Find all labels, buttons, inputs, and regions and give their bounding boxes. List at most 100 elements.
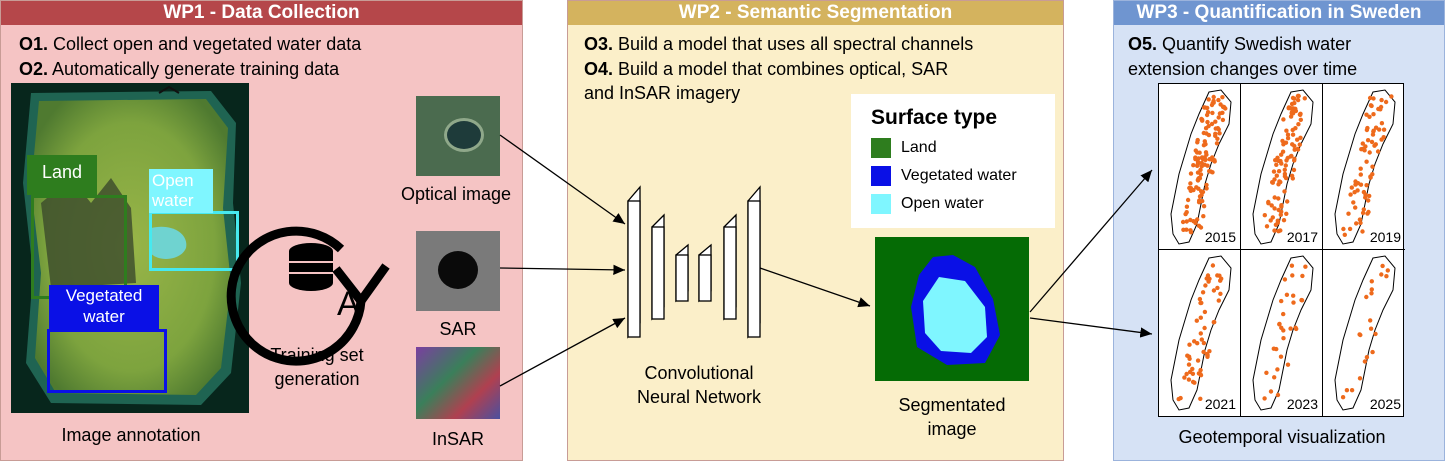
water-change-dot xyxy=(1370,349,1375,355)
water-change-dot xyxy=(1295,137,1300,142)
water-change-dot xyxy=(1373,125,1379,130)
water-change-dot xyxy=(1371,96,1376,101)
sweden-map-2019: 2019 xyxy=(1323,84,1405,250)
water-change-dot xyxy=(1300,273,1305,279)
water-change-dot xyxy=(1195,217,1200,222)
segmented-graphic xyxy=(911,255,1000,365)
water-change-dot xyxy=(1272,177,1277,182)
water-change-dot xyxy=(1366,198,1371,203)
water-change-dot xyxy=(1371,128,1376,133)
vegetated-water-label-tag: Vegetated water xyxy=(49,285,159,331)
legend-title: Surface type xyxy=(871,106,998,129)
water-change-dot xyxy=(1198,367,1203,373)
water-change-dot xyxy=(1370,164,1375,169)
water-change-dot xyxy=(1272,206,1277,211)
year-label-2017: 2017 xyxy=(1286,229,1318,245)
surface-type-legend: Surface type Land Vegetated water Open w… xyxy=(851,94,1055,228)
water-change-dot xyxy=(1205,119,1210,125)
water-change-dot xyxy=(1372,143,1377,148)
water-change-dot xyxy=(1278,158,1283,164)
water-change-dot xyxy=(1278,212,1283,217)
objective-o2: O2. Automatically generate training data xyxy=(19,59,340,79)
sweden-outline-2019 xyxy=(1334,89,1396,245)
water-change-dot xyxy=(1200,198,1205,204)
water-change-dot xyxy=(1360,210,1366,216)
water-change-dot xyxy=(1198,167,1203,173)
water-change-dot xyxy=(1212,159,1217,164)
water-change-dot xyxy=(1370,132,1376,137)
water-change-dot xyxy=(1389,94,1394,99)
water-change-dot xyxy=(1186,362,1192,367)
water-change-dot xyxy=(1340,395,1346,400)
sweden-outline-2021 xyxy=(1170,255,1232,411)
water-change-dot xyxy=(1371,112,1376,117)
water-change-dot xyxy=(1354,221,1359,226)
water-change-dot xyxy=(1285,132,1291,137)
water-change-dot xyxy=(1213,131,1218,136)
water-change-dot xyxy=(1349,185,1354,190)
water-change-dot xyxy=(1285,362,1291,367)
water-change-dot xyxy=(1271,169,1277,174)
water-change-dot xyxy=(1184,227,1189,232)
legend-item-vegetated-water: Vegetated water xyxy=(871,165,1017,187)
sweden-outline-2023 xyxy=(1252,255,1314,411)
water-change-dot xyxy=(1283,163,1288,168)
water-change-dot xyxy=(1184,371,1189,377)
water-change-dot xyxy=(1353,205,1358,210)
objective-o4: O4. Build a model that combines optical,… xyxy=(584,59,949,79)
water-change-dot xyxy=(1220,95,1225,100)
water-change-dot xyxy=(1346,211,1351,216)
water-change-dot xyxy=(1364,294,1369,300)
water-change-dot xyxy=(1206,97,1211,102)
water-change-dot xyxy=(1210,170,1215,175)
land-swatch xyxy=(871,137,891,158)
water-change-dot xyxy=(1193,148,1198,153)
water-change-dot xyxy=(1216,97,1221,103)
year-label-2021: 2021 xyxy=(1204,396,1236,412)
water-change-dot xyxy=(1286,105,1292,110)
water-change-dot xyxy=(1383,99,1389,105)
water-change-dot xyxy=(1218,291,1223,296)
segmented-caption: Segmentated image xyxy=(898,395,1006,439)
water-change-dot xyxy=(1214,141,1220,146)
water-change-dot xyxy=(1284,128,1289,133)
water-change-dot xyxy=(1357,217,1363,222)
open-water-label-tag: Open water xyxy=(149,169,213,213)
water-change-dot xyxy=(1353,179,1358,184)
water-change-dot xyxy=(1361,207,1366,212)
water-change-dot xyxy=(1197,150,1202,155)
water-change-dot xyxy=(1184,210,1189,215)
water-change-dot xyxy=(1279,325,1284,330)
water-change-dot xyxy=(1201,214,1206,219)
water-change-dot xyxy=(1294,326,1299,332)
water-change-dot xyxy=(1368,318,1373,323)
legend-item-open-water: Open water xyxy=(871,193,984,215)
water-change-dot xyxy=(1297,112,1303,117)
water-change-dot xyxy=(1361,189,1367,195)
land-label-tag: Land xyxy=(27,155,97,195)
year-label-2025: 2025 xyxy=(1369,396,1401,412)
water-change-dot xyxy=(1262,213,1267,218)
water-change-dot xyxy=(1282,174,1288,179)
water-change-dot xyxy=(1358,182,1364,187)
water-change-dot xyxy=(1282,189,1287,194)
water-change-dot xyxy=(1200,290,1206,295)
water-change-dot xyxy=(1194,318,1199,323)
water-change-dot xyxy=(1276,207,1281,213)
water-change-dot xyxy=(1199,300,1204,306)
water-change-dot xyxy=(1271,346,1276,351)
segmented-image xyxy=(875,237,1029,381)
water-change-dot xyxy=(1211,94,1216,100)
sweden-map-2017: 2017 xyxy=(1241,84,1323,250)
water-change-dot xyxy=(1349,388,1355,393)
water-change-dot xyxy=(1303,264,1308,269)
water-change-dot xyxy=(1197,296,1203,302)
water-change-dot xyxy=(1199,155,1205,160)
sweden-map-2025: 2025 xyxy=(1323,250,1405,416)
water-change-dot xyxy=(1269,203,1274,208)
water-change-dot xyxy=(1195,358,1201,363)
water-change-dot xyxy=(1187,356,1192,361)
water-change-dot xyxy=(1363,195,1368,200)
water-change-dot xyxy=(1203,126,1209,131)
water-change-dot xyxy=(1205,354,1210,359)
